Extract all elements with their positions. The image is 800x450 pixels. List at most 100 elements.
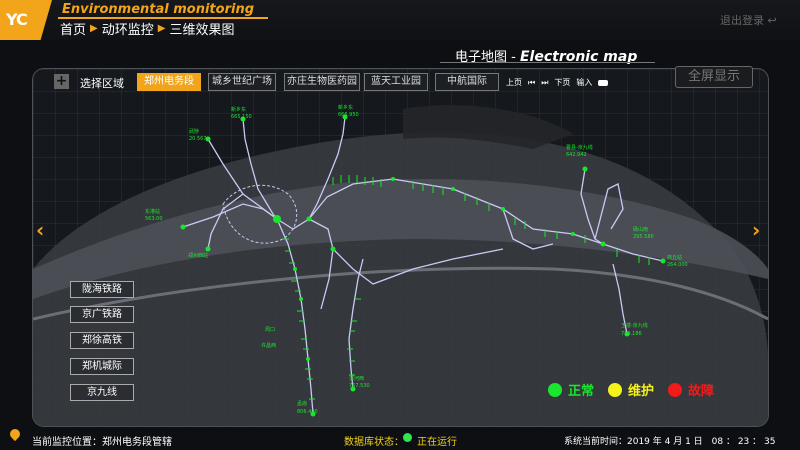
logout-button[interactable]: 退出登录 ↩ <box>720 12 777 28</box>
station-value: 718.186 <box>621 331 642 337</box>
rail-segment <box>348 258 364 390</box>
rail-segment <box>207 193 244 250</box>
prev-page-button[interactable]: 上页 <box>506 78 522 87</box>
station-label: 漯河西 <box>349 375 364 382</box>
map-title-underline <box>440 62 655 63</box>
title-underline <box>58 17 268 19</box>
station-value: 295.580 <box>633 234 654 240</box>
station-node <box>240 116 246 122</box>
station-value: 665.150 <box>231 114 252 120</box>
station-node <box>391 177 395 181</box>
station-node <box>582 166 588 172</box>
station-label: 商丘站 <box>667 254 682 261</box>
station-node <box>205 136 211 142</box>
chevron-left-icon[interactable]: ‹ <box>36 218 45 242</box>
rail-segment <box>594 183 624 240</box>
station-tick-marks <box>283 175 650 400</box>
plus-icon: + <box>55 73 68 89</box>
station-node <box>342 114 348 120</box>
breadcrumb-3d-view[interactable]: 三维效果图 <box>169 23 235 38</box>
breadcrumb: 首页 ▶ 动环监控 ▶ 三维效果图 <box>60 19 234 38</box>
line-button-zhengxu[interactable]: 郑徐高铁 <box>70 332 134 349</box>
legend-normal: 正常 <box>548 380 594 399</box>
region-tab-yizhuang-bio[interactable]: 亦庄生物医药园 <box>284 73 360 91</box>
next-page-button[interactable]: 下页 <box>554 78 571 87</box>
station-value: 666.950 <box>338 112 359 118</box>
legend-fault: 故障 <box>668 380 714 399</box>
rail-segment <box>580 168 604 245</box>
station-node <box>350 386 356 392</box>
map-frame: 新乡东 665.150 新乡东 666.950 武陟 20.567 东港站 56… <box>32 68 769 427</box>
station-node <box>293 267 297 271</box>
station-node <box>310 411 316 417</box>
station-value: 20.567 <box>189 136 207 142</box>
rail-segment <box>276 218 314 415</box>
header-bar <box>0 0 800 40</box>
page-input-label: 输入 <box>576 78 593 87</box>
map-title-en: Electronic map <box>519 49 638 65</box>
station-node <box>501 207 505 211</box>
line-button-jingjiu[interactable]: 京九线 <box>70 384 134 401</box>
train-upper-body <box>33 179 768 299</box>
station-node <box>205 246 211 252</box>
first-page-icon[interactable]: ⏮ <box>528 77 536 87</box>
last-page-icon[interactable]: ⏭ <box>541 77 549 87</box>
region-tab-century-plaza[interactable]: 城乡世纪广场 <box>208 73 276 91</box>
station-label: 砀山南 <box>633 226 648 233</box>
logo-text: YC <box>6 10 28 29</box>
breadcrumb-home[interactable]: 首页 <box>60 23 87 38</box>
chevron-right-icon: ▶ <box>90 23 98 34</box>
station-nodes <box>180 114 666 417</box>
station-node <box>273 215 281 223</box>
fullscreen-button[interactable]: 全屏显示 <box>675 66 753 88</box>
station-node <box>299 297 303 301</box>
rail-segment <box>502 208 554 250</box>
rail-segment <box>207 138 278 220</box>
region-tab-lantian-park[interactable]: 蓝天工业园 <box>364 73 428 91</box>
train-windshield <box>403 105 573 149</box>
rail-dashed-loop <box>222 184 298 244</box>
region-label: 选择区域 <box>80 77 124 90</box>
region-tab-zhengzhou[interactable]: 郑州电务段 <box>137 73 201 91</box>
station-node <box>660 258 666 264</box>
status-legend: 正常 维护 故障 <box>548 380 714 399</box>
station-label: 新乡东 <box>231 106 246 113</box>
station-value: 642.942 <box>566 152 587 158</box>
page-input[interactable] <box>598 79 609 86</box>
station-node <box>330 246 336 252</box>
station-node <box>180 224 186 230</box>
station-label: 新乡东 <box>338 104 353 111</box>
region-tab-avic-intl[interactable]: 中航国际 <box>435 73 499 91</box>
map-title-cn: 电子地图 - <box>455 50 520 65</box>
station-value: 563.00 <box>145 216 163 222</box>
line-button-jingguang[interactable]: 京广铁路 <box>70 306 134 323</box>
station-node <box>306 216 312 222</box>
line-button-longhai[interactable]: 陇海铁路 <box>70 281 134 298</box>
current-location: 当前监控位置：郑州电务段管辖 <box>32 437 172 448</box>
logout-label: 退出登录 <box>720 14 764 27</box>
normal-dot-icon <box>548 382 562 397</box>
logout-icon: ↩ <box>767 14 777 27</box>
station-node <box>624 331 630 337</box>
station-node <box>451 187 455 191</box>
app-title: Environmental monitoring <box>62 2 255 17</box>
station-label: 武陟 <box>189 128 199 135</box>
rail-segment <box>242 118 278 220</box>
line-button-zhengji[interactable]: 郑机城际 <box>70 358 134 375</box>
station-label: 孟庙 <box>297 400 307 407</box>
add-region-button[interactable]: + <box>54 74 69 89</box>
station-label: 曹县-京九线 <box>566 144 593 151</box>
rail-segment <box>182 203 278 228</box>
station-label: 王楼-京九线 <box>621 322 648 329</box>
pager: 上页 ⏮ ⏭ 下页 输入 <box>506 77 609 88</box>
station-value: 806.400 <box>297 409 318 415</box>
fault-dot-icon <box>668 382 683 397</box>
station-node <box>600 241 606 247</box>
station-value: 767.530 <box>349 383 370 389</box>
chevron-right-icon[interactable]: › <box>752 218 761 242</box>
station-label: 郑州西站 <box>188 252 208 259</box>
station-node <box>571 232 575 236</box>
system-time: 系统当前时间：2019 年 4 月 1 日 08 ： 23 ： 35 <box>564 437 776 447</box>
db-status-label: 数据库状态： <box>344 437 404 448</box>
breadcrumb-env-monitor[interactable]: 动环监控 <box>101 23 154 38</box>
